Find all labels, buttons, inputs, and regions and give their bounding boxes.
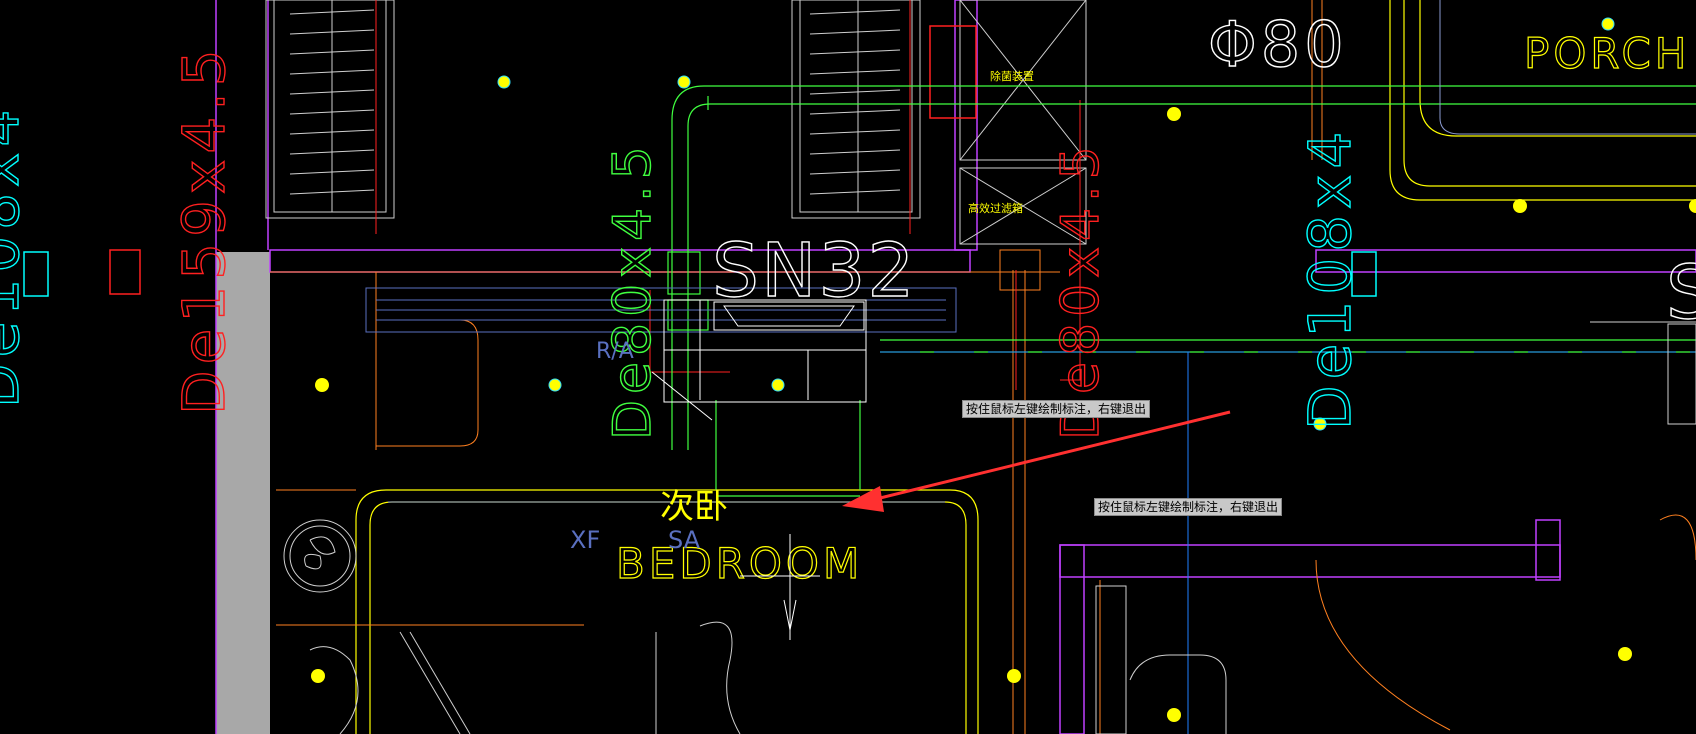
orange-lines <box>270 0 1696 734</box>
annotation-tooltip-1: 按住鼠标左键绘制标注，右键退出 <box>962 400 1151 418</box>
room-label-en: BEDROOM <box>616 539 863 588</box>
fan-symbol <box>283 519 357 593</box>
equipment-label-2: 高效过滤箱 <box>968 201 1023 215</box>
ra-label: R/A <box>596 339 634 364</box>
annotation-arrow-icon <box>842 410 1231 512</box>
unit-code-label: SN32 <box>712 228 917 314</box>
right-clipped-label: S <box>1666 250 1696 336</box>
equipment-label-1: 除菌装置 <box>990 69 1034 83</box>
pipe-label-left: De159x4.5 <box>170 43 238 415</box>
xf-label: XF <box>570 526 600 554</box>
room-label-cn: 次卧 <box>660 487 728 527</box>
pipe-label-left-edge: De108x4 <box>0 104 32 408</box>
grille-panel-right <box>791 0 921 219</box>
annotation-tooltip-2: 按住鼠标左键绘制标注，右键退出 <box>1094 498 1283 516</box>
red-lines <box>375 0 1081 390</box>
diameter-label: Φ80 <box>1208 8 1348 81</box>
crosshair-cursor-icon <box>740 534 820 640</box>
sprinkler-dots <box>311 18 1696 722</box>
blue-lines <box>365 0 1696 734</box>
gray-wall-strip <box>216 252 270 734</box>
bedroom-outline <box>355 0 1696 734</box>
grille-panel-left <box>265 0 395 219</box>
sa-label: SA <box>668 526 701 554</box>
pipe-label-mid: De80x4.5 <box>1051 140 1111 440</box>
porch-label: PORCH <box>1524 29 1690 78</box>
pipe-label-center: De80x4.5 <box>603 140 663 440</box>
pipe-label-right: De108x4 <box>1296 126 1364 430</box>
equipment-boxes <box>959 0 1087 245</box>
hatched-wall-top <box>269 0 1696 734</box>
